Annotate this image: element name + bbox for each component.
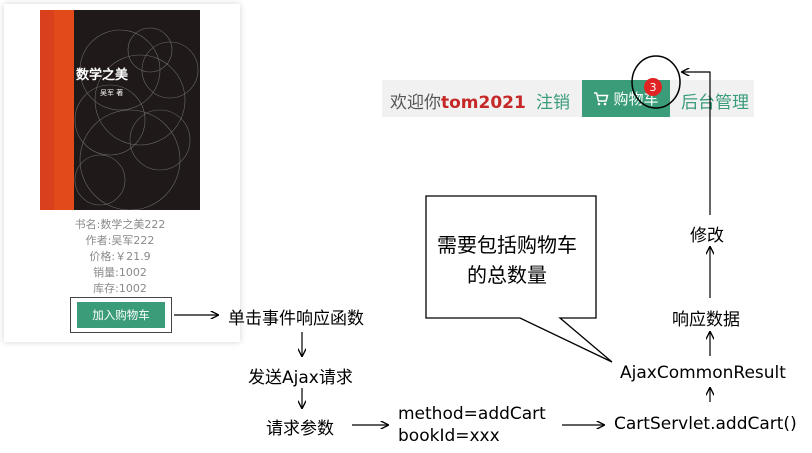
- param-book-label: bookId=xxx: [398, 426, 500, 446]
- header-bar: [382, 80, 754, 117]
- result-label: AjaxCommonResult: [620, 363, 786, 383]
- book-name: 书名:数学之美222: [74, 218, 166, 231]
- add-to-cart-button[interactable]: 加入购物车: [77, 302, 165, 328]
- modify-label: 修改: [690, 226, 724, 246]
- book-author: 作者:吴军222: [85, 234, 155, 247]
- param-method-label: method=addCart: [398, 404, 546, 424]
- admin-link[interactable]: 后台管理: [681, 93, 749, 113]
- book-cover-title: 数学之美: [76, 68, 129, 83]
- cart-count-badge: 3: [644, 78, 662, 96]
- response-data-label: 响应数据: [672, 310, 740, 330]
- callout-bubble: [425, 195, 613, 363]
- cart-icon: [594, 91, 609, 105]
- request-params-label: 请求参数: [266, 419, 334, 439]
- servlet-label: CartServlet.addCart(): [614, 414, 797, 434]
- welcome-text: 欢迎你tom2021: [390, 93, 526, 113]
- send-ajax-label: 发送Ajax请求: [248, 368, 353, 388]
- click-event-label: 单击事件响应函数: [228, 309, 364, 329]
- add-to-cart-frame: 加入购物车: [70, 297, 172, 333]
- username: tom2021: [441, 93, 526, 113]
- callout-text: 需要包括购物车的总数量: [437, 233, 577, 287]
- book-cover-image: 数学之美 吴军 著: [40, 10, 200, 210]
- book-cover-author: 吴军 著: [100, 89, 124, 97]
- book-sales: 销量:1002: [93, 266, 147, 279]
- logout-link[interactable]: 注销: [536, 93, 570, 113]
- book-stock: 库存:1002: [93, 282, 147, 295]
- cart-highlight-circle: [631, 55, 681, 109]
- book-price: 价格:￥21.9: [89, 250, 151, 263]
